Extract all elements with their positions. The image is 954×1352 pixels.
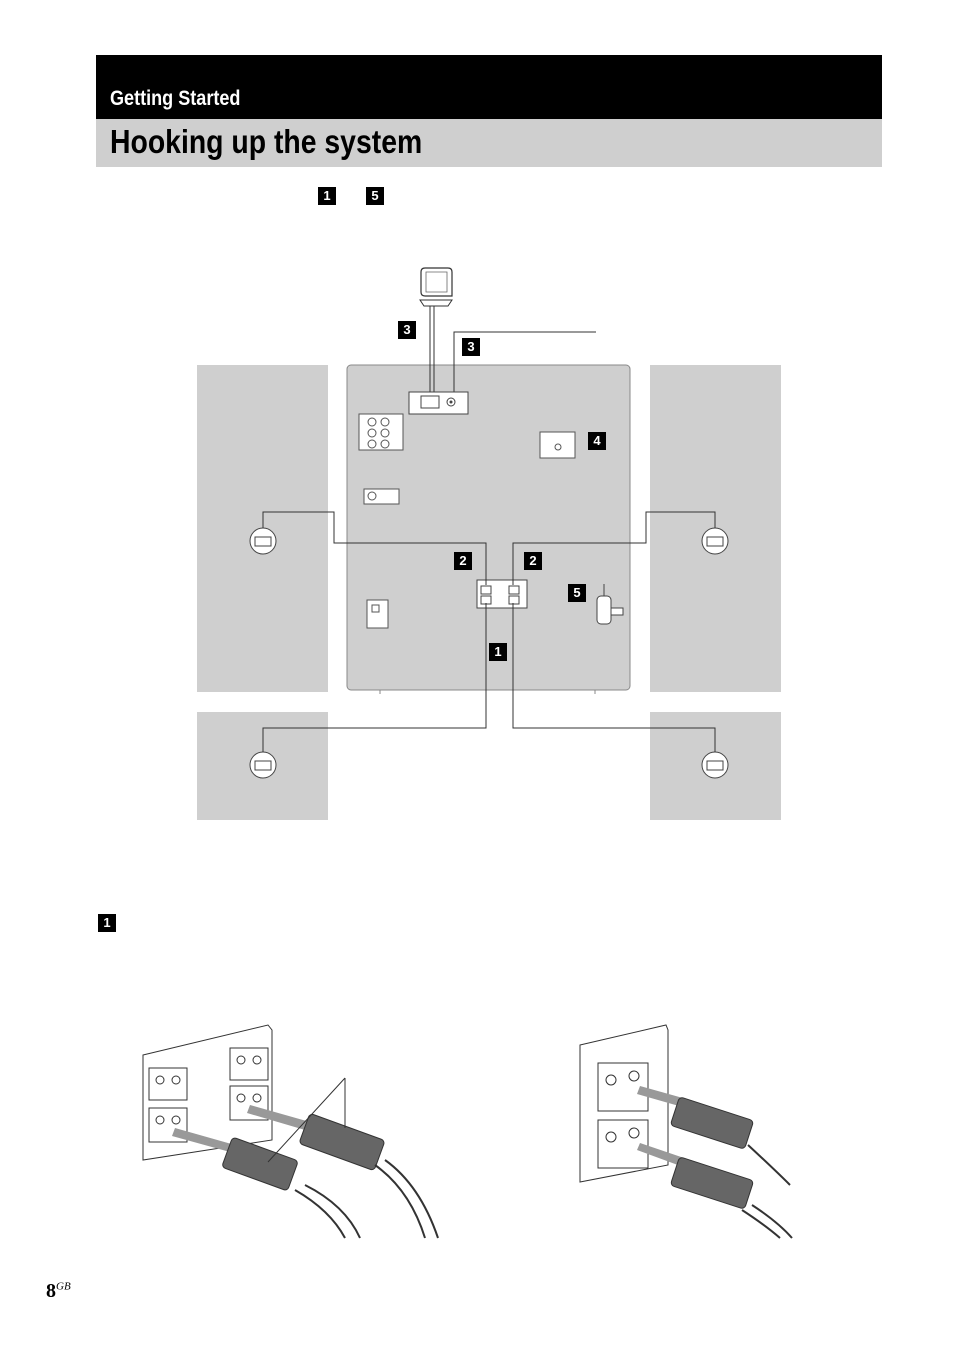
- step-badge-5: 5: [366, 187, 384, 205]
- speaker-terminal-sl: [249, 751, 277, 779]
- step-badge-1: 1: [318, 187, 336, 205]
- step-1-badge: 1: [98, 914, 116, 932]
- badge-antenna-left: 3: [398, 321, 416, 339]
- loop-antenna: [419, 267, 453, 394]
- ac-label-plate: [539, 431, 576, 459]
- speaker-terminal-detail-speaker: [579, 1024, 669, 1183]
- section-title: Getting Started: [110, 87, 241, 110]
- fm-lead-wire: [453, 331, 596, 396]
- speaker-terminal-detail-unit: [142, 1024, 273, 1161]
- speaker-terminals: [476, 579, 528, 609]
- badge-power-cord: 5: [568, 584, 586, 602]
- badge-surround: 1: [489, 643, 507, 661]
- speaker-cords: [262, 511, 716, 752]
- page-number: 8GB: [46, 1280, 71, 1302]
- page-suffix: GB: [56, 1280, 71, 1293]
- page-title: Hooking up the system: [110, 123, 423, 160]
- connector-plugs-unit: [172, 1077, 439, 1239]
- speaker-terminal-sr: [701, 751, 729, 779]
- badge-speaker-right: 2: [524, 552, 542, 570]
- badge-speaker-left: 2: [454, 552, 472, 570]
- badge-antenna-right: 3: [462, 338, 480, 356]
- badge-ac-label: 4: [588, 432, 606, 450]
- speaker-terminal-fr: [701, 527, 729, 555]
- power-cord: [596, 584, 624, 625]
- audio-jacks: [358, 413, 404, 451]
- speaker-terminal-fl: [249, 527, 277, 555]
- connector-plugs-speaker: [637, 1086, 793, 1239]
- optical-jack: [366, 599, 389, 629]
- section-header: Getting Started: [96, 55, 882, 119]
- page-header: Hooking up the system: [96, 119, 882, 167]
